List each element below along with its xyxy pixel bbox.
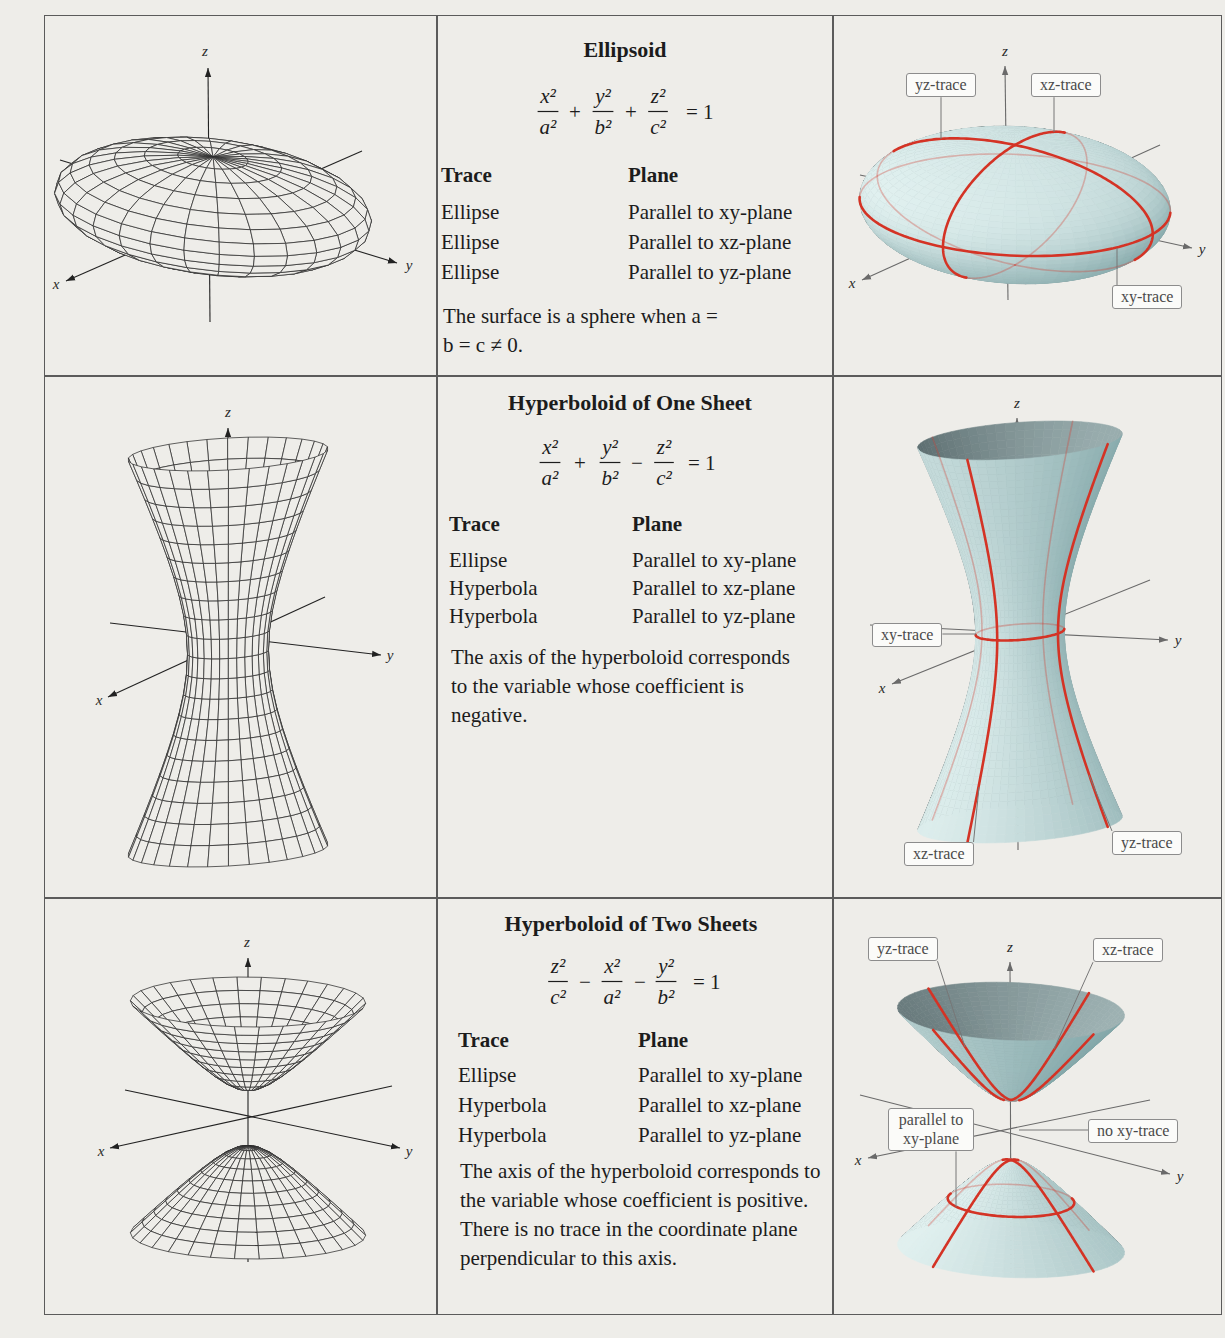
page: zyxEllipsoidx²a²+y²b²+z²c²= 1TracePlaneE… <box>0 0 1225 1338</box>
